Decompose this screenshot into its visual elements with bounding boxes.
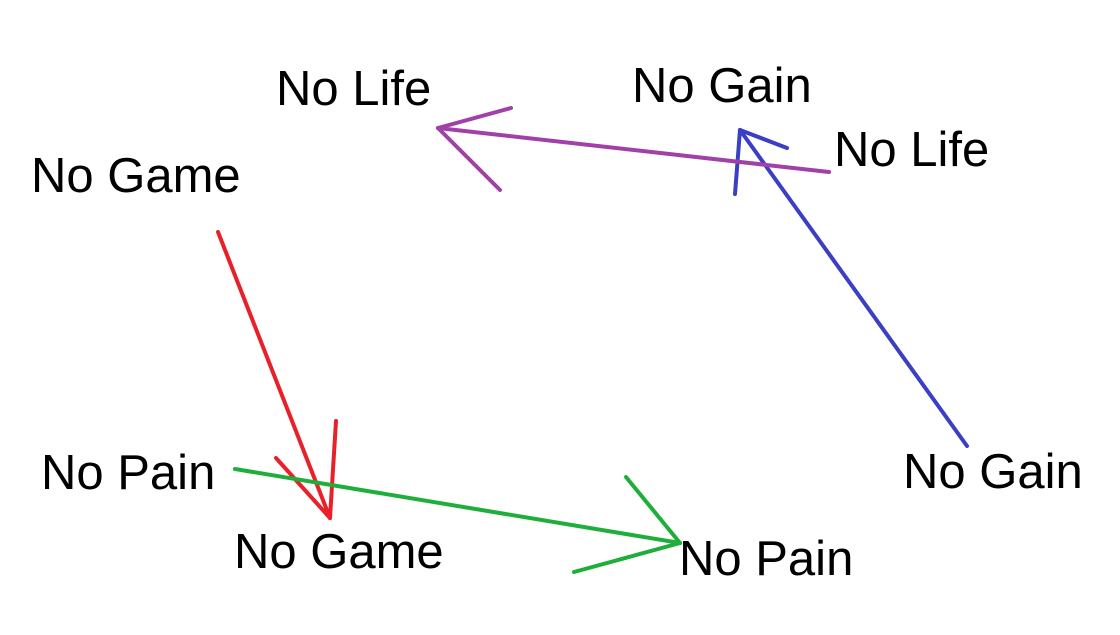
label-no-gain-top: No Gain [632, 59, 812, 113]
blue-arrow-head-right [738, 128, 789, 150]
red-arrow-shaft [216, 230, 332, 520]
purple-arrow-shaft [436, 126, 831, 174]
purple-arrow-head-bottom [436, 126, 502, 192]
label-no-pain-left: No Pain [41, 446, 216, 500]
green-arrow-head-top [624, 475, 682, 545]
label-no-life-top: No Life [276, 62, 432, 116]
label-no-game-top: No Game [31, 149, 241, 203]
red-arrow-head-left [274, 456, 332, 520]
label-no-pain-bottom: No Pain [679, 532, 854, 586]
label-no-gain-right: No Gain [903, 445, 1083, 499]
red-arrow [216, 230, 338, 520]
green-arrow-shaft [233, 467, 682, 545]
blue-arrow [733, 128, 969, 448]
green-arrow-head-bottom [572, 541, 682, 574]
label-no-life-right: No Life [834, 123, 990, 177]
purple-arrow-head-top [436, 106, 513, 130]
red-arrow-head-right [328, 419, 338, 520]
purple-arrow [436, 106, 831, 192]
label-no-game-bottom: No Game [234, 525, 444, 579]
blue-arrow-shaft [738, 128, 969, 448]
green-arrow [233, 467, 682, 574]
